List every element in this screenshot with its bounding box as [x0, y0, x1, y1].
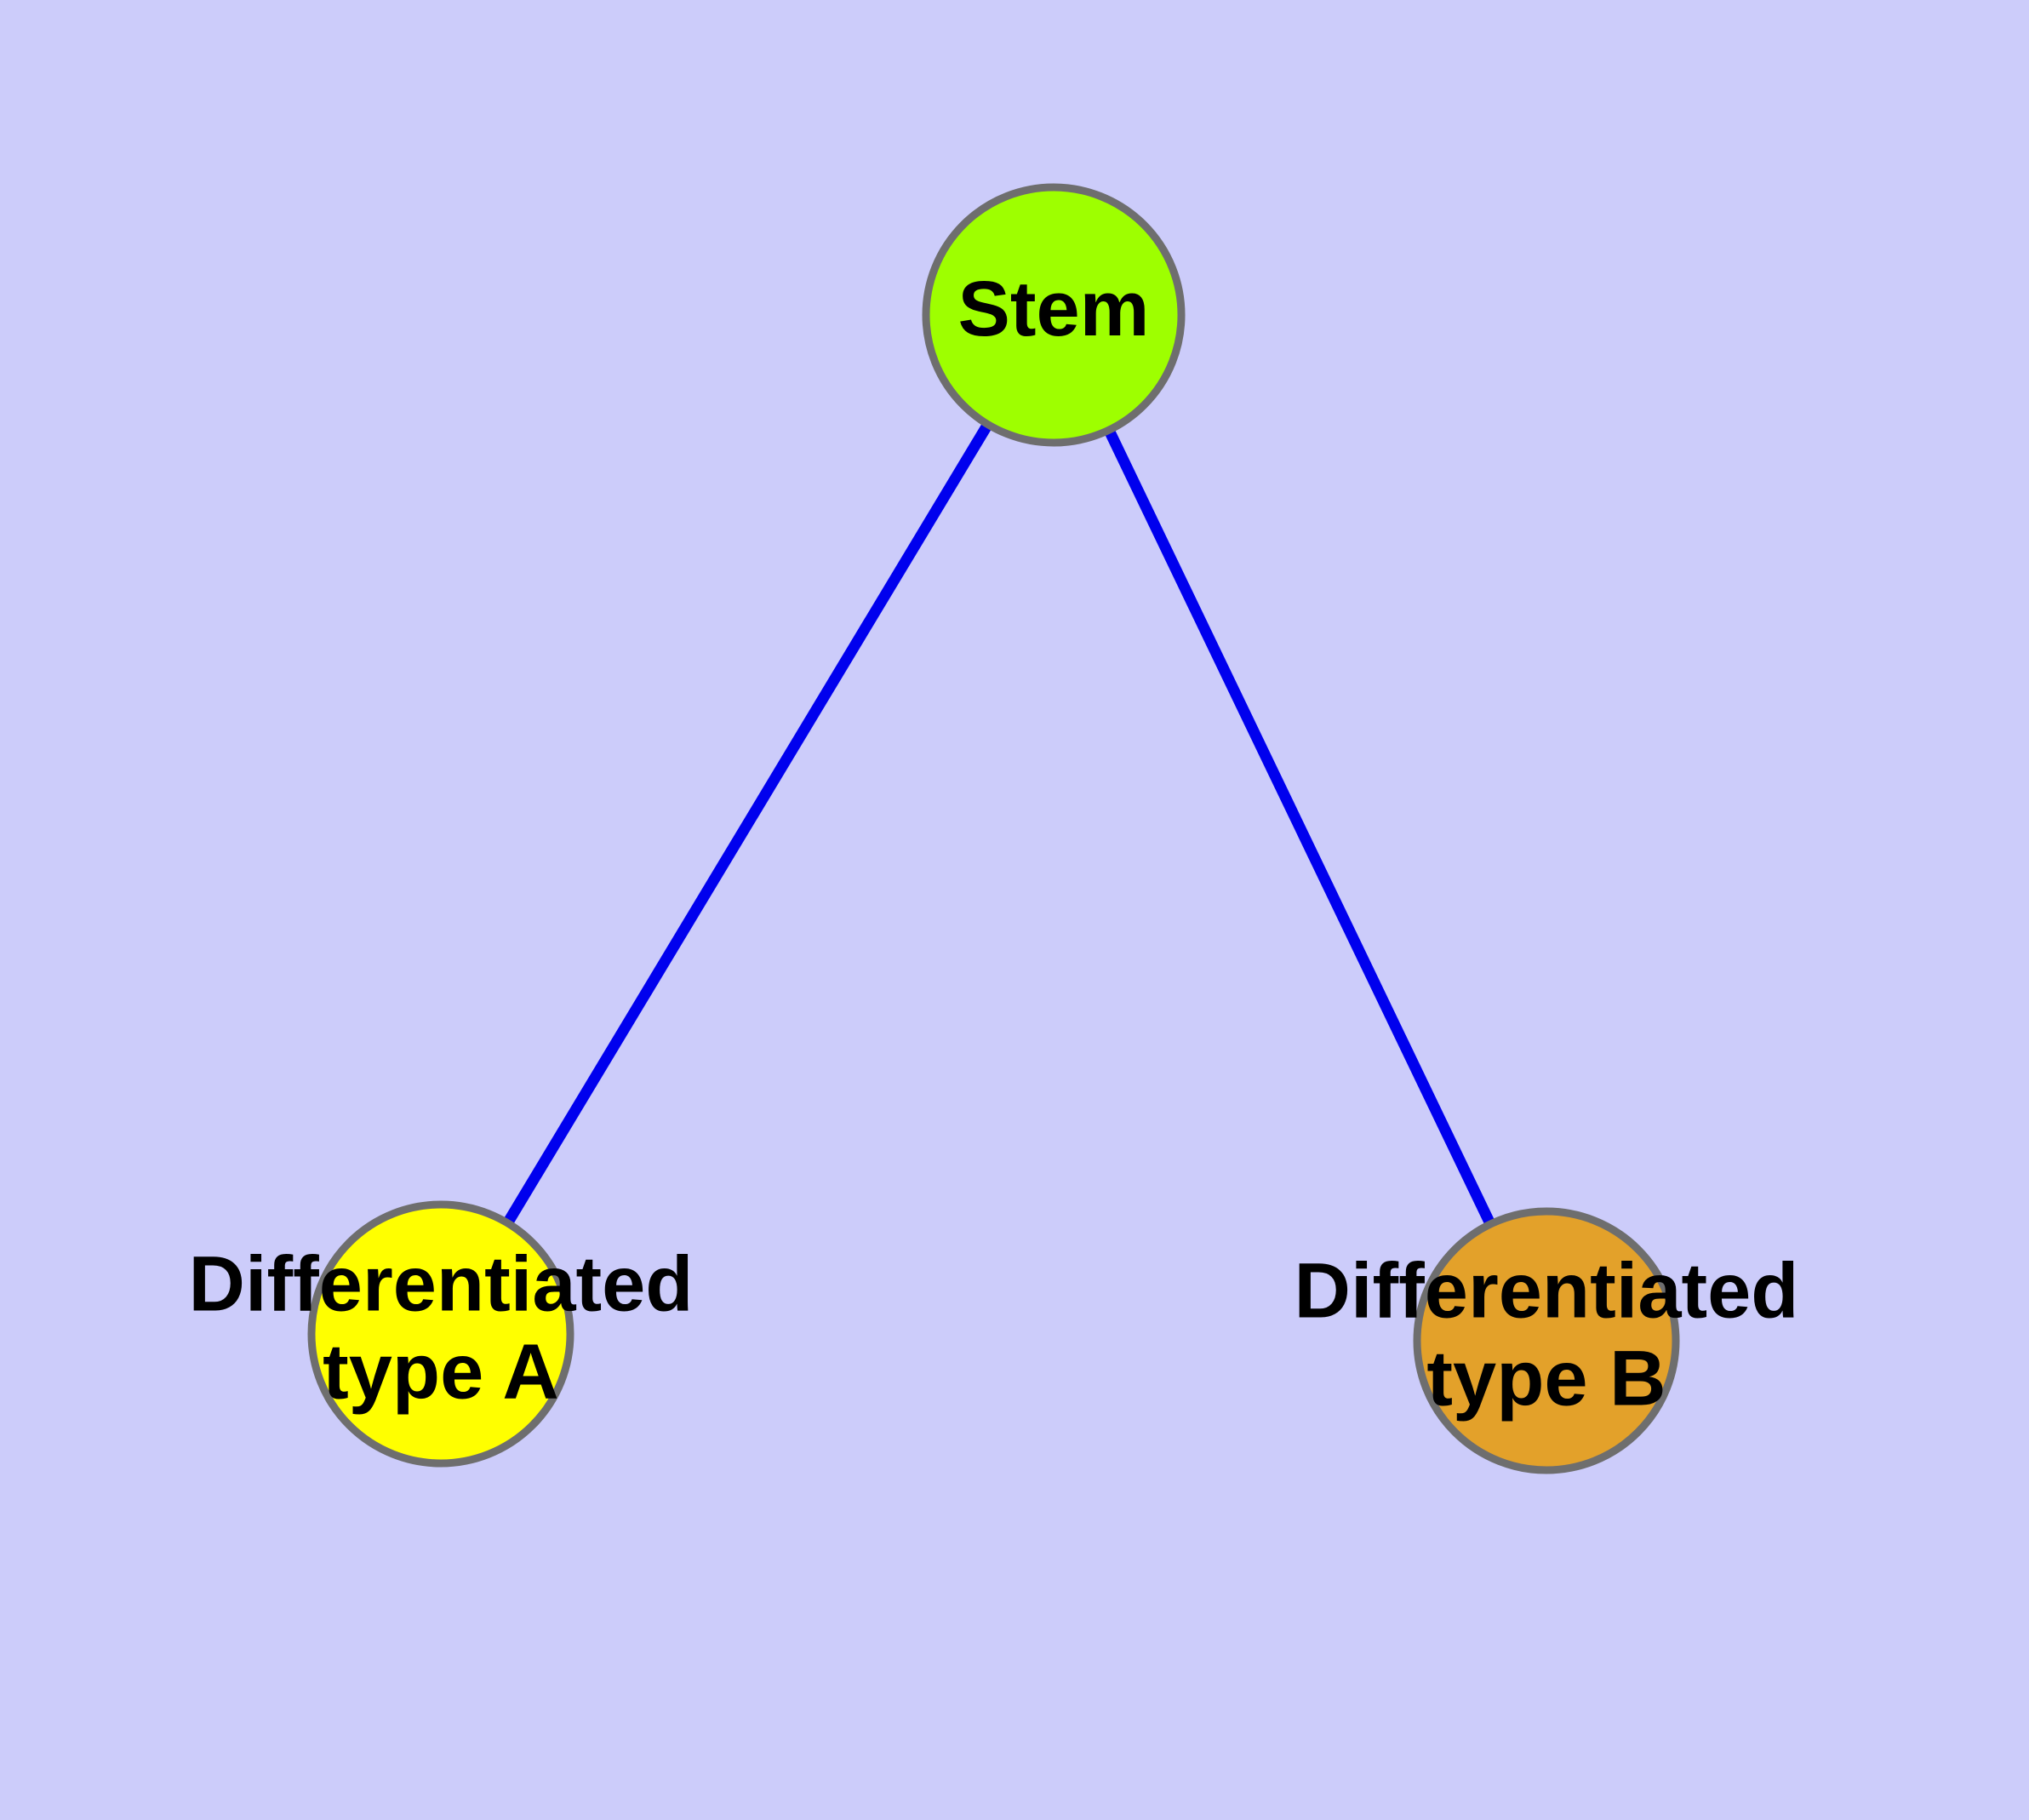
edge-stem-to-a	[436, 312, 1059, 1337]
node-label-line: type A	[323, 1329, 559, 1416]
edges-group	[436, 312, 1552, 1343]
node-circle-stem[interactable]	[922, 183, 1186, 447]
node-label-line: Differentiated	[1295, 1248, 1799, 1335]
node-label-line: Stem	[958, 266, 1150, 352]
node-stem[interactable]: Stem	[922, 183, 1186, 447]
edge-stem-to-b	[1049, 312, 1552, 1343]
node-label-line: Differentiated	[189, 1241, 694, 1328]
node-label-line: type B	[1426, 1336, 1666, 1422]
node-label-stem: Stem	[958, 266, 1150, 352]
node-circle-diff-b[interactable]	[1413, 1207, 1680, 1474]
node-circle-diff-a[interactable]	[307, 1200, 574, 1468]
